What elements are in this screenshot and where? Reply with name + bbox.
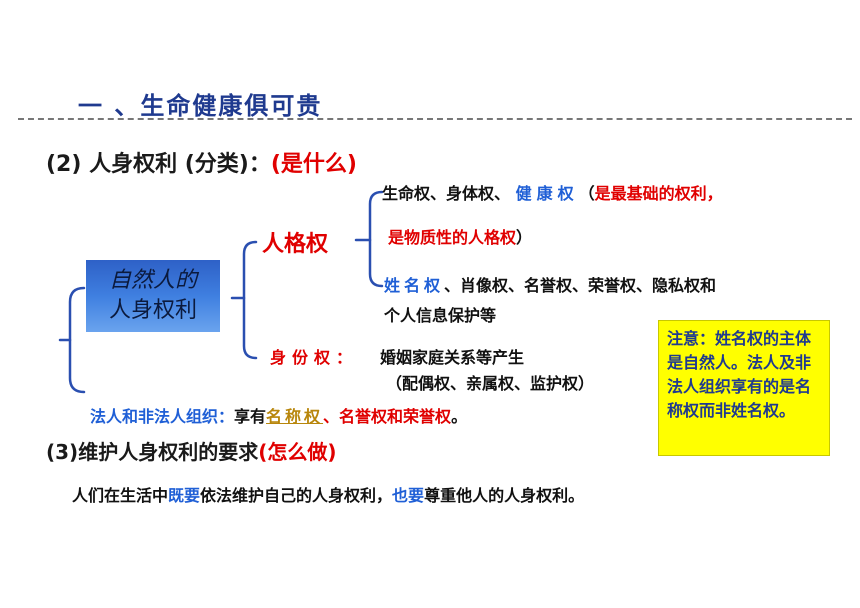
personality-line1: 生命权、身体权、 健康权（是最基础的权利， — [382, 180, 723, 204]
requirement-prefix: (3)维护人身权利的要求 — [46, 440, 259, 464]
personality-rights-label: 人格权 — [262, 232, 329, 257]
legal-entities-rights: 法人和非法人组织：享有名称权、名誉权和荣誉权。 — [90, 403, 467, 427]
final-part3: 尊重他人的人身权利。 — [424, 486, 585, 505]
basic-right-note: 是最基础的权利， — [594, 184, 723, 203]
legal-enjoy: 享有 — [234, 407, 267, 426]
natural-person-line1: 自然人的 — [108, 268, 197, 293]
identity-rights-label: 身份权： — [270, 348, 359, 367]
name-right: 姓名权 — [384, 276, 445, 295]
personality-line2: 是物质性的人格权） — [388, 224, 532, 248]
personality-line3: 姓名权、肖像权、名誉权、荣誉权、隐私权和 — [384, 272, 716, 296]
requirement-heading: (3)维护人身权利的要求(怎么做) — [46, 436, 336, 465]
final-part2: 依法维护自己的人身权利， — [200, 486, 393, 505]
paren-open: （ — [578, 184, 595, 203]
subtitle-prefix: (2) 人身权利 (分类)： — [46, 152, 271, 177]
brace-mid — [242, 240, 258, 360]
personality-line3-rest: 、肖像权、名誉权、荣誉权、隐私权和 — [444, 276, 717, 295]
name-title-right: 名称权 — [266, 407, 324, 426]
legal-prefix: 法人和非法人组织： — [90, 407, 235, 426]
requirement-question: (怎么做) — [258, 440, 337, 464]
legal-end: 。 — [451, 407, 468, 426]
final-part1: 人们在生活中 — [72, 486, 169, 505]
personality-line4: 个人信息保护等 — [384, 306, 497, 325]
subtitle-question: (是什么) — [270, 152, 357, 177]
dashed-divider — [18, 118, 852, 120]
identity-line2: （配偶权、亲属权、监护权） — [386, 374, 595, 393]
health-right: 健康权 — [515, 184, 579, 203]
brace-right — [368, 190, 384, 288]
section-subtitle: (2) 人身权利 (分类)：(是什么) — [46, 146, 357, 178]
identity-line1: 婚姻家庭关系等产生 — [380, 348, 525, 367]
legal-rest: 、名誉权和荣誉权 — [323, 407, 452, 426]
paren-close: ） — [516, 228, 533, 247]
page-title: 一 、生命健康俱可贵 — [78, 92, 323, 120]
final-sentence: 人们在生活中既要依法维护自己的人身权利，也要尊重他人的人身权利。 — [72, 482, 584, 506]
natural-person-line2: 人身权利 — [108, 298, 197, 323]
brace-left — [68, 286, 86, 394]
final-kw2: 也要 — [392, 486, 425, 505]
personality-line1-start: 生命权、身体权、 — [382, 184, 511, 203]
final-kw1: 既要 — [168, 486, 201, 505]
material-right-note: 是物质性的人格权 — [388, 228, 517, 247]
natural-person-rights-box: 自然人的 人身权利 — [86, 260, 220, 332]
note-box: 注意：姓名权的主体是自然人。法人及非法人组织享有的是名称权而非姓名权。 — [658, 320, 830, 456]
